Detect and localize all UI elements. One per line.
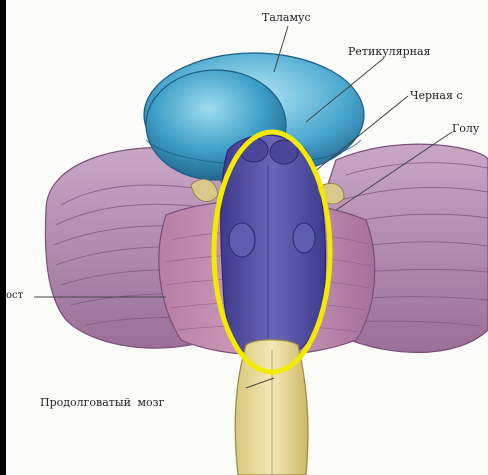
label-medulla-oblongata: Продолговатый мозг (40, 397, 164, 408)
label-substantia-nigra: Черная с (410, 90, 463, 101)
anatomy-illustration-sheet: Таламус Ретикулярная Черная с Голу ост П… (6, 0, 488, 475)
label-colliculi: Голу (452, 123, 479, 134)
label-reticular-formation: Ретикулярная (348, 46, 430, 57)
label-pons: ост (6, 291, 23, 301)
label-thalamus: Таламус (262, 12, 311, 23)
